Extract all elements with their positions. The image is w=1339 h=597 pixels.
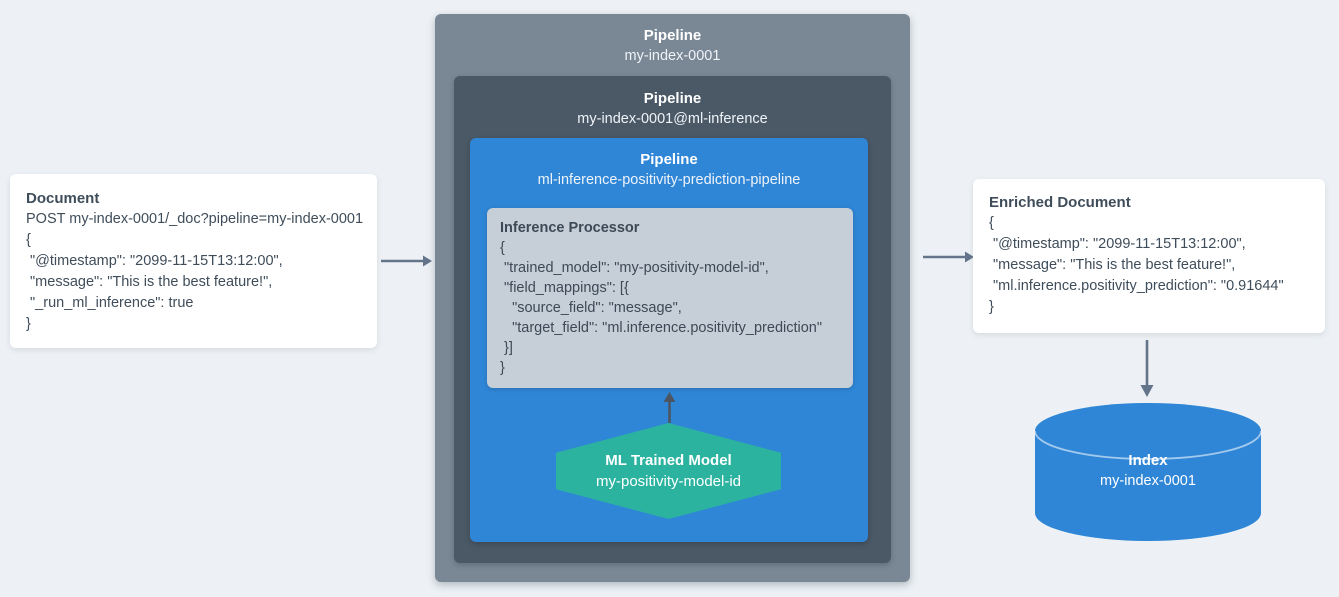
document-card-title: Document — [26, 190, 100, 207]
arrow-model-to-processor-icon — [663, 392, 676, 423]
inference-processor-box: Inference Processor { "trained_model": "… — [487, 208, 853, 388]
index-cylinder-label: Index my-index-0001 — [1035, 450, 1261, 492]
pipeline-outer-name: my-index-0001 — [624, 48, 721, 64]
pipeline-positivity-name: ml-inference-positivity-prediction-pipel… — [537, 172, 801, 188]
pipeline-ml-inference-header: Pipeline my-index-0001@ml-inference — [454, 76, 891, 130]
index-cylinder — [1035, 403, 1261, 541]
enriched-document-card: Enriched Document { "@timestamp": "2099-… — [973, 179, 1325, 333]
document-card: Document POST my-index-0001/_doc?pipelin… — [10, 174, 377, 348]
arrow-pipeline-to-enriched-icon — [923, 251, 974, 263]
index-name: my-index-0001 — [1100, 473, 1196, 489]
pipeline-ml-inference-label: Pipeline — [643, 90, 702, 107]
ml-trained-model-hexagon: ML Trained Model my-positivity-model-id — [556, 423, 781, 519]
inference-processor-body: { "trained_model": "my-positivity-model-… — [500, 240, 823, 376]
pipeline-ml-inference-name: my-index-0001@ml-inference — [577, 111, 768, 127]
pipeline-positivity-header: Pipeline ml-inference-positivity-predict… — [470, 138, 868, 191]
enriched-document-body: { "@timestamp": "2099-11-15T13:12:00", "… — [989, 215, 1284, 315]
pipeline-outer-header: Pipeline my-index-0001 — [435, 14, 910, 67]
pipeline-outer-box: Pipeline my-index-0001 Pipeline my-index… — [435, 14, 910, 582]
ml-trained-model-title: ML Trained Model — [605, 452, 732, 469]
inference-processor-title: Inference Processor — [500, 220, 640, 236]
pipeline-outer-label: Pipeline — [643, 27, 702, 44]
arrow-enriched-to-index-icon — [1140, 340, 1154, 397]
enriched-document-title: Enriched Document — [989, 194, 1131, 211]
document-card-body: POST my-index-0001/_doc?pipeline=my-inde… — [26, 211, 364, 332]
pipeline-positivity-box: Pipeline ml-inference-positivity-predict… — [470, 138, 868, 542]
arrow-document-to-pipeline-icon — [381, 255, 432, 267]
pipeline-ml-inference-box: Pipeline my-index-0001@ml-inference Pipe… — [454, 76, 891, 563]
index-title: Index — [1128, 452, 1168, 469]
ml-trained-model-name: my-positivity-model-id — [595, 473, 742, 490]
pipeline-positivity-label: Pipeline — [640, 151, 698, 168]
